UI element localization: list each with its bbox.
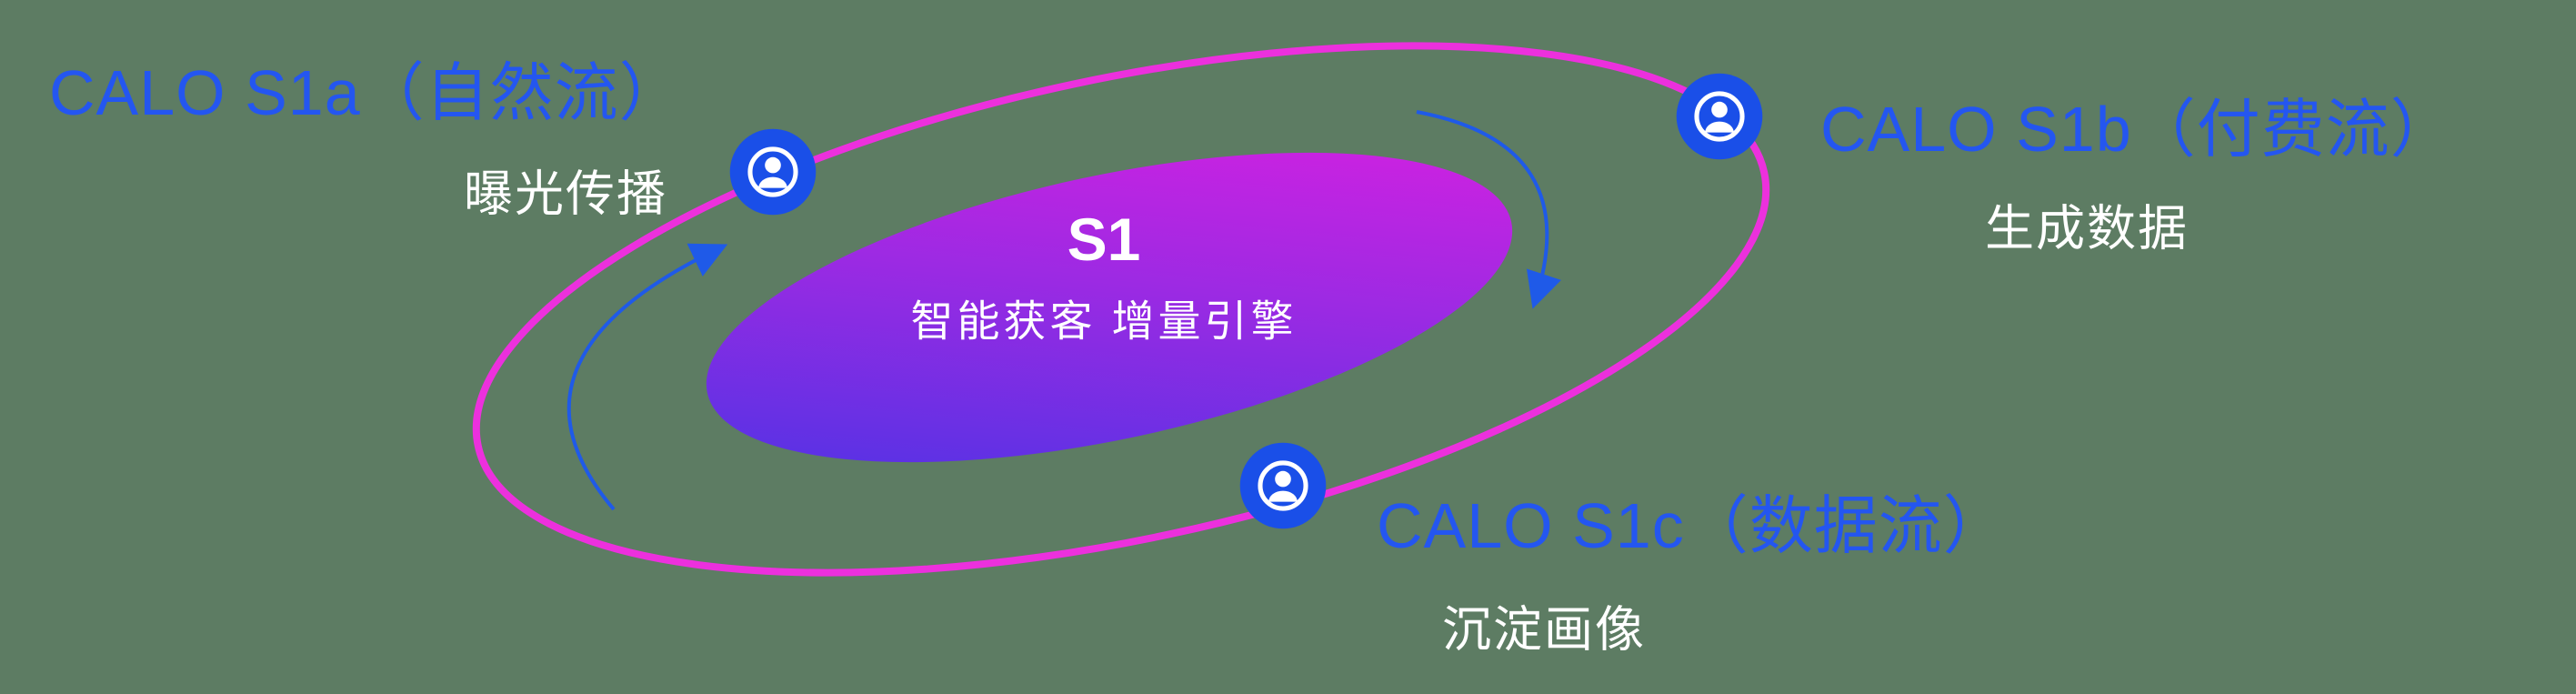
flow-arrow-right bbox=[1416, 110, 1561, 309]
node-subtitle-s1a: 曝光传播 bbox=[464, 166, 667, 222]
node-subtitle-s1c: 沉淀画像 bbox=[1442, 602, 1646, 658]
node-title-s1c: CALO S1c（数据流） bbox=[1377, 490, 2008, 561]
orbit-ellipse bbox=[472, 42, 1770, 577]
flow-arrow-left bbox=[566, 243, 728, 511]
node-title-s1b: CALO S1b（付费流） bbox=[1820, 94, 2455, 165]
user-icon bbox=[730, 129, 817, 216]
node-title-s1a: CALO S1a（自然流） bbox=[49, 57, 684, 128]
user-icon bbox=[1677, 74, 1763, 160]
user-icon bbox=[1240, 443, 1327, 529]
node-subtitle-s1b: 生成数据 bbox=[1985, 201, 2189, 256]
core-title: S1 bbox=[1067, 206, 1141, 273]
core-ellipse bbox=[706, 152, 1513, 463]
core-subtitle: 智能获客 增量引擎 bbox=[910, 297, 1298, 346]
